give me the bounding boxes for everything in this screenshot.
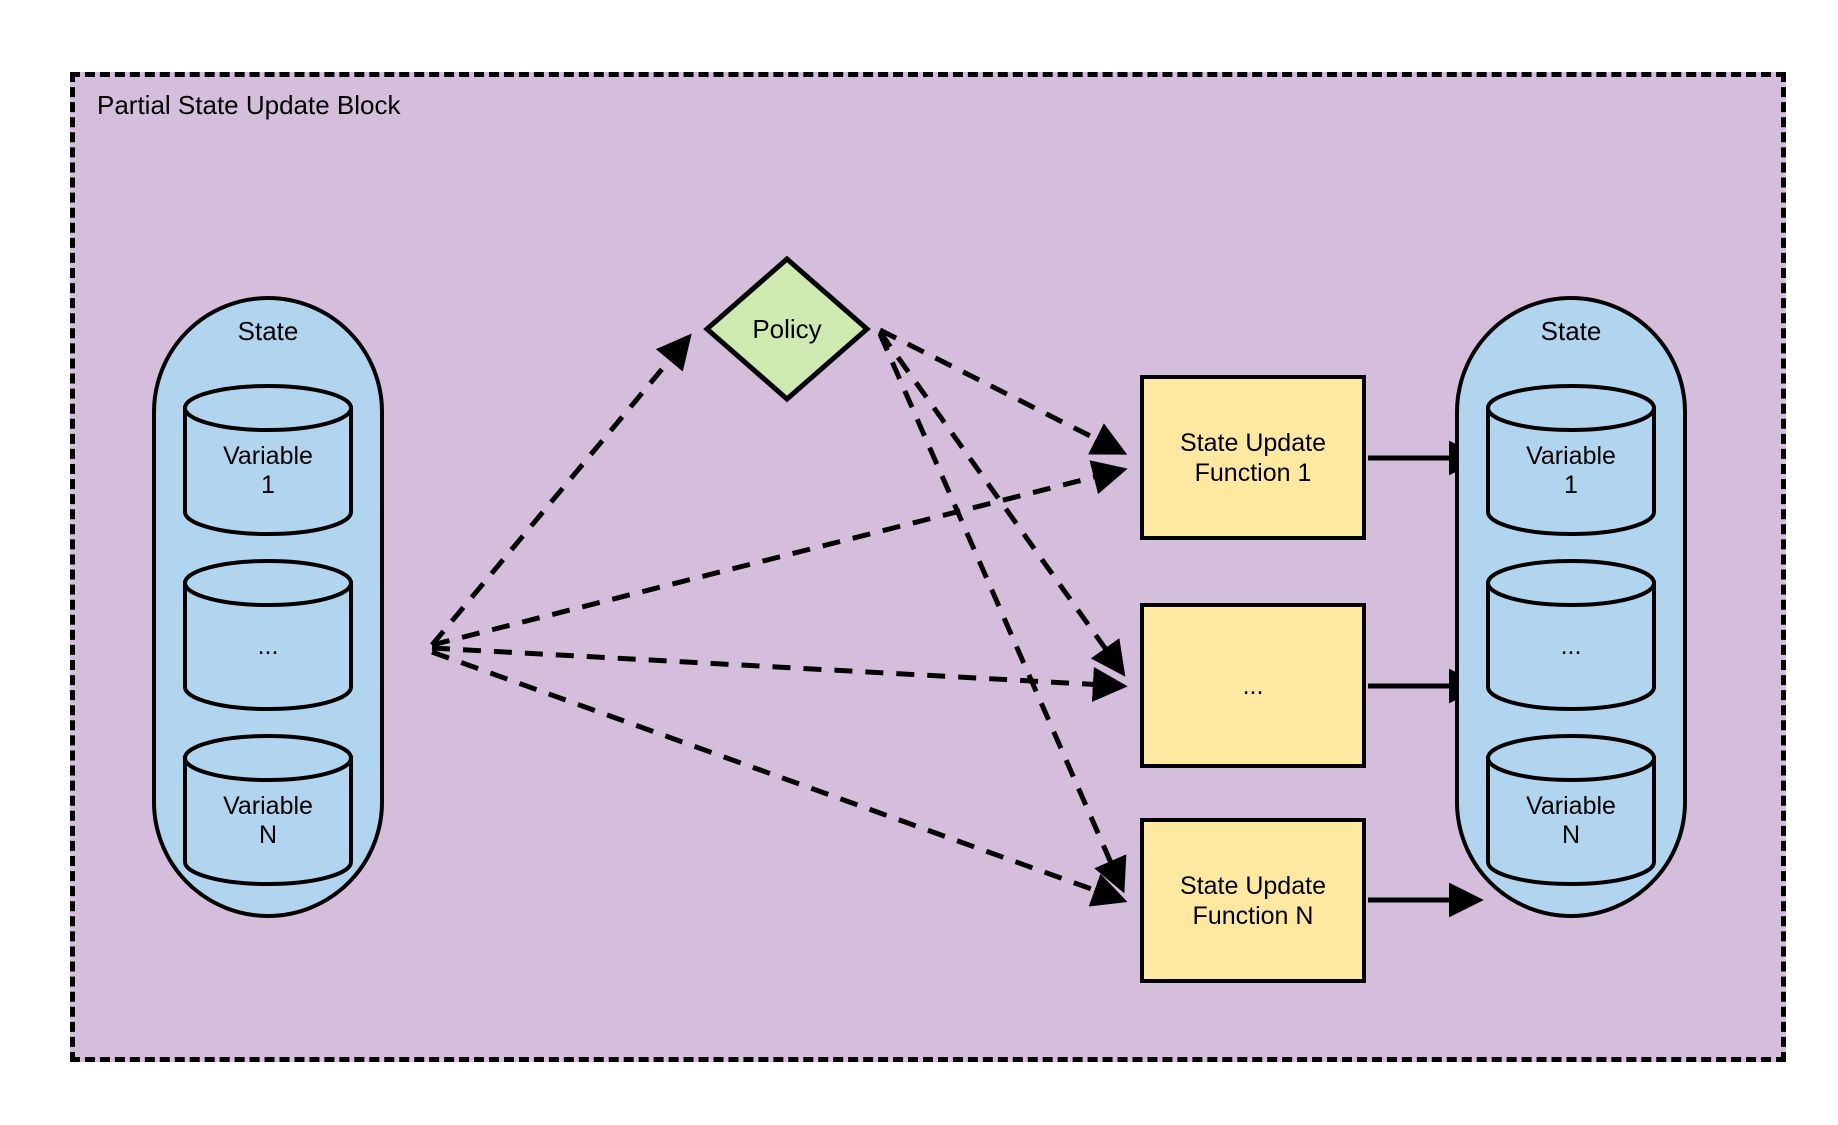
state-update-function-2: ... <box>1140 603 1366 768</box>
variable-label: Variable N <box>223 792 313 849</box>
variable-cylinder: ... <box>182 555 354 715</box>
cylinder-icon <box>183 384 353 536</box>
state-update-function-n: State Update Function N <box>1140 818 1366 983</box>
state-left-label: State <box>237 316 299 346</box>
variable-cylinder: Variable N <box>182 730 354 890</box>
block-title: Partial State Update Block <box>97 90 401 120</box>
policy-label: Policy <box>752 313 822 344</box>
cylinder-icon <box>1486 384 1656 536</box>
variable-cylinder: Variable N <box>1485 730 1657 890</box>
variable-label: ... <box>1560 631 1582 660</box>
variable-label: Variable N <box>1526 792 1616 849</box>
state-container-input: State Variable 1 ... Variable N <box>152 296 384 918</box>
diamond-shape <box>703 255 871 403</box>
state-container-output: State Variable 1 ... Variable N <box>1455 296 1687 918</box>
variable-label: Variable 1 <box>1526 442 1616 499</box>
policy-node: Policy <box>703 255 871 403</box>
cylinder-icon <box>183 559 353 711</box>
cylinder-icon <box>1486 559 1656 711</box>
variable-label: Variable 1 <box>223 442 313 499</box>
variable-cylinder: ... <box>1485 555 1657 715</box>
state-right-label: State <box>1540 316 1602 346</box>
variable-cylinder: Variable 1 <box>1485 380 1657 540</box>
variable-label: ... <box>257 631 279 660</box>
state-update-function-1: State Update Function 1 <box>1140 375 1366 540</box>
cylinder-icon <box>1486 734 1656 886</box>
variable-cylinder: Variable 1 <box>182 380 354 540</box>
cylinder-icon <box>183 734 353 886</box>
